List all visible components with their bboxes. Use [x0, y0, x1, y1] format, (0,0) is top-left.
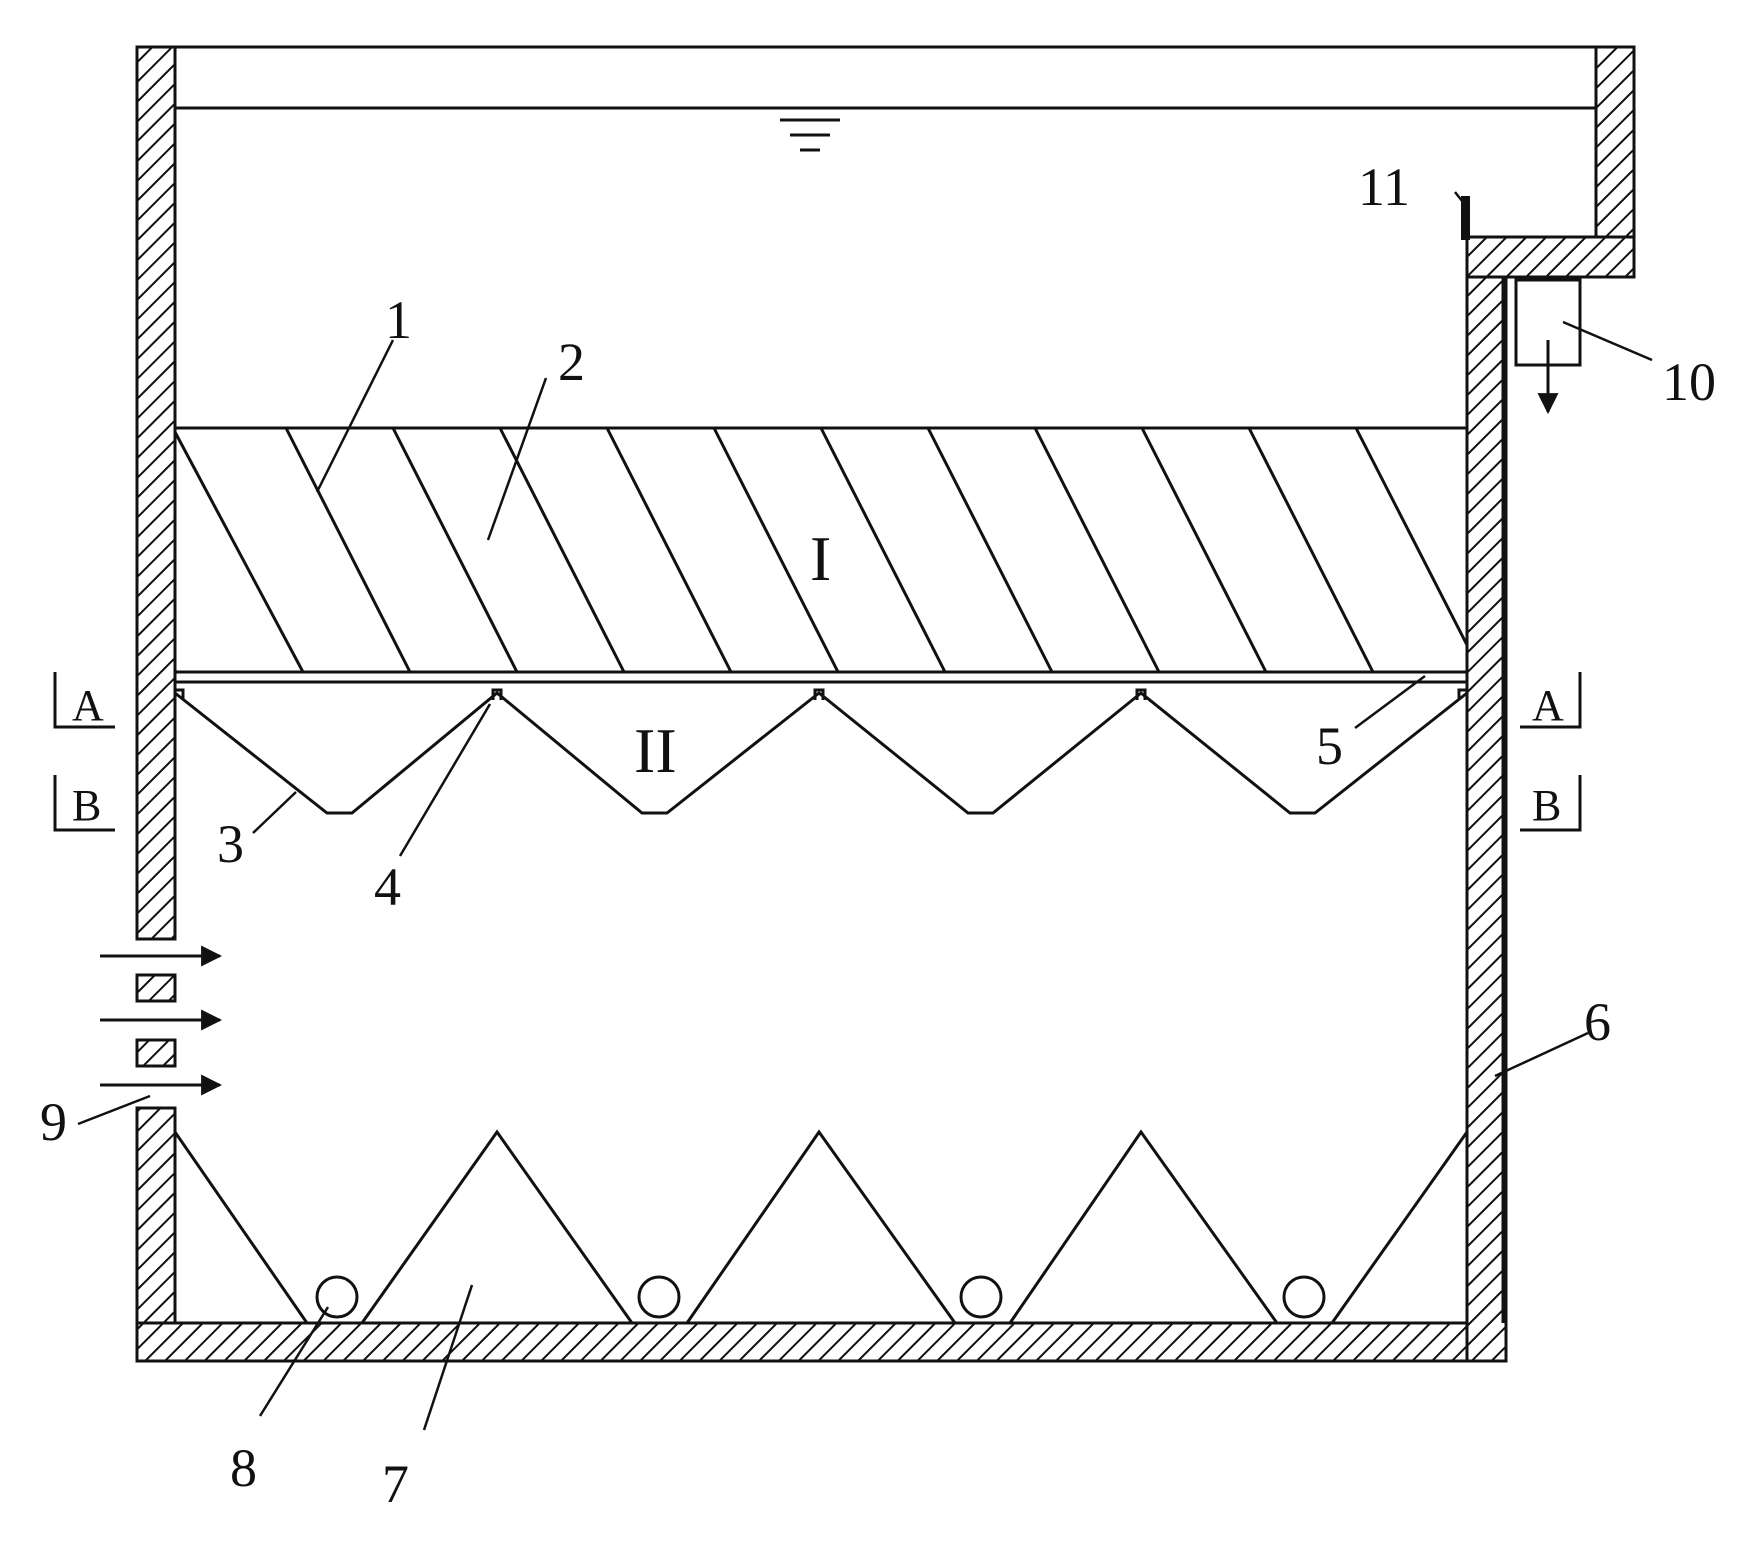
- callout-11: 11: [1358, 157, 1410, 217]
- leader-lines: [77, 191, 1653, 1431]
- callout-4: 4: [374, 857, 401, 917]
- section-a-left: A: [72, 681, 104, 730]
- zone-labels: I II: [634, 523, 831, 786]
- zone-label-lower: II: [634, 715, 677, 786]
- outlet-trough-floor: [1465, 235, 1636, 279]
- callout-2: 2: [558, 332, 585, 392]
- callout-6: 6: [1584, 992, 1611, 1052]
- right-wall: [1465, 235, 1508, 1363]
- inlet: [100, 945, 223, 1096]
- sludge-pipe: [637, 1275, 681, 1319]
- callout-7: 7: [382, 1454, 409, 1514]
- inclined-plate-pack: [173, 426, 1469, 684]
- callout-1: 1: [385, 290, 412, 350]
- callout-10: 10: [1662, 352, 1716, 412]
- tank-bottom: [135, 1321, 1508, 1363]
- water-surface: [175, 45, 1596, 152]
- section-b-right: B: [1532, 781, 1561, 830]
- outlet-pipe: [1501, 277, 1582, 1323]
- left-wall-upper: [135, 45, 177, 941]
- callout-9: 9: [40, 1092, 67, 1152]
- sludge-hoppers: [173, 1129, 1469, 1324]
- section-b-left: B: [72, 781, 101, 830]
- section-a-right: A: [1532, 681, 1564, 730]
- callout-8: 8: [230, 1438, 257, 1498]
- zone-label-upper: I: [810, 523, 831, 594]
- section-markers: [53, 672, 1582, 832]
- callout-labels: 1 2 3 4 5 6 7 8 9 10 11: [40, 157, 1716, 1514]
- tank-walls: [135, 45, 1636, 1363]
- v-support-trays: [173, 688, 1469, 815]
- weir-plate: [1461, 196, 1470, 240]
- callout-5: 5: [1316, 716, 1343, 776]
- callout-3: 3: [217, 814, 244, 874]
- sludge-pipe: [315, 1275, 359, 1319]
- sludge-pipe: [959, 1275, 1003, 1319]
- sludge-pipe: [1282, 1275, 1326, 1319]
- section-labels: A B A B: [72, 681, 1564, 830]
